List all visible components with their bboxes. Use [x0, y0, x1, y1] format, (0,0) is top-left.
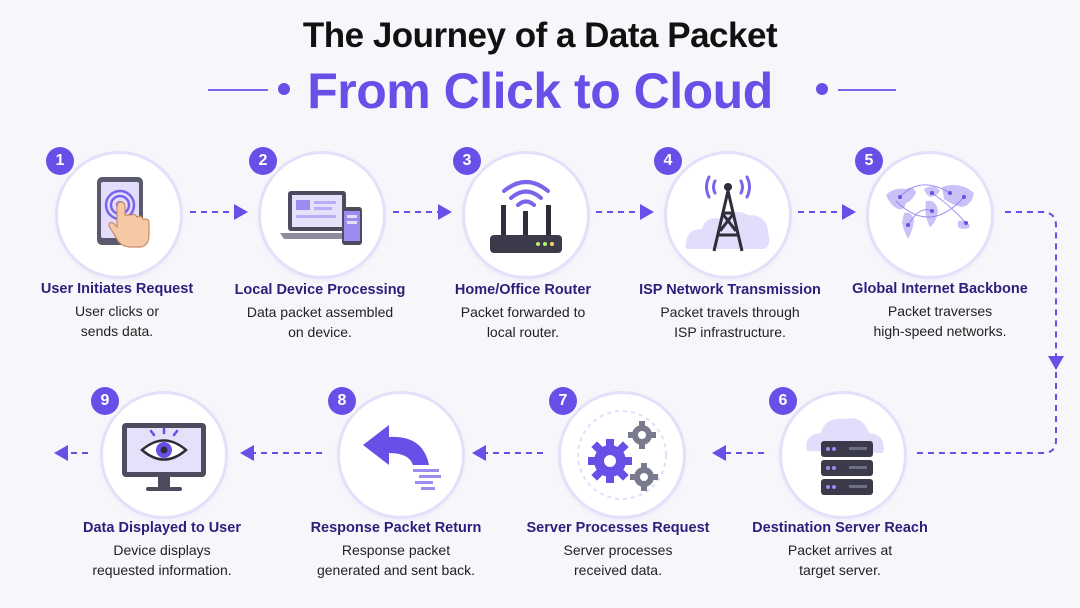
- step-8-desc: Response packet generated and sent back.: [286, 540, 506, 580]
- return-arrow-icon: [363, 425, 441, 490]
- step-8-desc-line: Response packet: [341, 542, 451, 558]
- step-6-desc-line: target server.: [799, 562, 881, 578]
- step-1-title: User Initiates Request: [40, 281, 194, 297]
- step-2-desc-line: Data packet assembled: [246, 304, 394, 320]
- step-4-desc-line: ISP infrastructure.: [674, 324, 786, 340]
- step-1-badge: 1: [46, 147, 74, 175]
- step-9-title: Data Displayed to User: [83, 520, 241, 536]
- step-7-title: Server Processes Request: [526, 520, 710, 536]
- step-7-circle: [558, 391, 686, 519]
- subtitle-row: From Click to Cloud: [0, 62, 1080, 120]
- step-4-desc: Packet travels through ISP infrastructur…: [620, 302, 840, 342]
- step-2-desc: Data packet assembled on device.: [210, 302, 430, 342]
- step-3-circle: [462, 151, 590, 279]
- monitor-eye-icon: [122, 423, 206, 491]
- step-8-circle: [337, 391, 465, 519]
- step-4-title: ISP Network Transmission: [639, 282, 821, 298]
- page-subtitle: From Click to Cloud: [307, 63, 773, 119]
- step-6-badge: 6: [769, 387, 797, 415]
- subtitle-right-dot: [816, 83, 828, 95]
- step-9-desc-line: requested information.: [92, 562, 232, 578]
- step-8-badge: 8: [328, 387, 356, 415]
- step-1-desc: User clicks or sends data.: [7, 301, 227, 341]
- step-3-desc: Packet forwarded to local router.: [413, 302, 633, 342]
- router-icon: [490, 180, 562, 253]
- step-6-circle: [779, 391, 907, 519]
- step-8-title: Response Packet Return: [310, 520, 482, 536]
- step-1-circle: [55, 151, 183, 279]
- step-5-desc: Packet traverses high-speed networks.: [830, 301, 1050, 341]
- step-7-badge: 7: [549, 387, 577, 415]
- page-title: The Journey of a Data Packet: [302, 16, 778, 55]
- step-5-title: Global Internet Backbone: [852, 281, 1028, 297]
- step-2-desc-line: on device.: [288, 324, 352, 340]
- step-1-desc-line: sends data.: [80, 323, 154, 339]
- step-9-circle: [100, 391, 228, 519]
- step-4-desc-line: Packet travels through: [660, 304, 800, 320]
- step-2-title: Local Device Processing: [234, 282, 406, 298]
- step-3-title: Home/Office Router: [454, 282, 592, 298]
- arrow-5-down: [1005, 211, 1064, 370]
- cloud-server-icon: [806, 418, 884, 495]
- step-5-desc-line: Packet traverses: [887, 303, 993, 319]
- gears-icon: [577, 410, 667, 500]
- subtitle-left-dot: [278, 83, 290, 95]
- arrow-down-6: [912, 372, 1057, 454]
- step-5-desc-line: high-speed networks.: [873, 323, 1007, 339]
- step-6-title: Destination Server Reach: [752, 520, 928, 536]
- tablet-tap-icon: [97, 177, 150, 248]
- subtitle-right-line: [838, 89, 896, 91]
- step-4-badge: 4: [654, 147, 682, 175]
- step-4-circle: [664, 151, 792, 279]
- step-1-desc-line: User clicks or: [74, 303, 159, 319]
- step-7-desc: Server processes received data.: [508, 540, 728, 580]
- step-5-badge: 5: [855, 147, 883, 175]
- subtitle-left-line: [208, 89, 268, 91]
- step-5-circle: [866, 151, 994, 279]
- laptop-phone-icon: [280, 191, 362, 245]
- step-2-circle: [258, 151, 386, 279]
- step-8-desc-line: generated and sent back.: [316, 562, 475, 578]
- world-map-icon: [886, 184, 974, 239]
- step-6-desc: Packet arrives at target server.: [730, 540, 950, 580]
- step-9-desc-line: Device displays: [113, 542, 211, 558]
- step-6-desc-line: Packet arrives at: [787, 542, 893, 558]
- cell-tower-icon: [685, 175, 770, 252]
- step-9-badge: 9: [91, 387, 119, 415]
- step-3-desc-line: local router.: [486, 324, 560, 340]
- step-7-desc-line: received data.: [574, 562, 662, 578]
- step-9-desc: Device displays requested information.: [52, 540, 272, 580]
- step-3-desc-line: Packet forwarded to: [460, 304, 586, 320]
- step-7-desc-line: Server processes: [563, 542, 673, 558]
- step-2-badge: 2: [249, 147, 277, 175]
- step-3-badge: 3: [453, 147, 481, 175]
